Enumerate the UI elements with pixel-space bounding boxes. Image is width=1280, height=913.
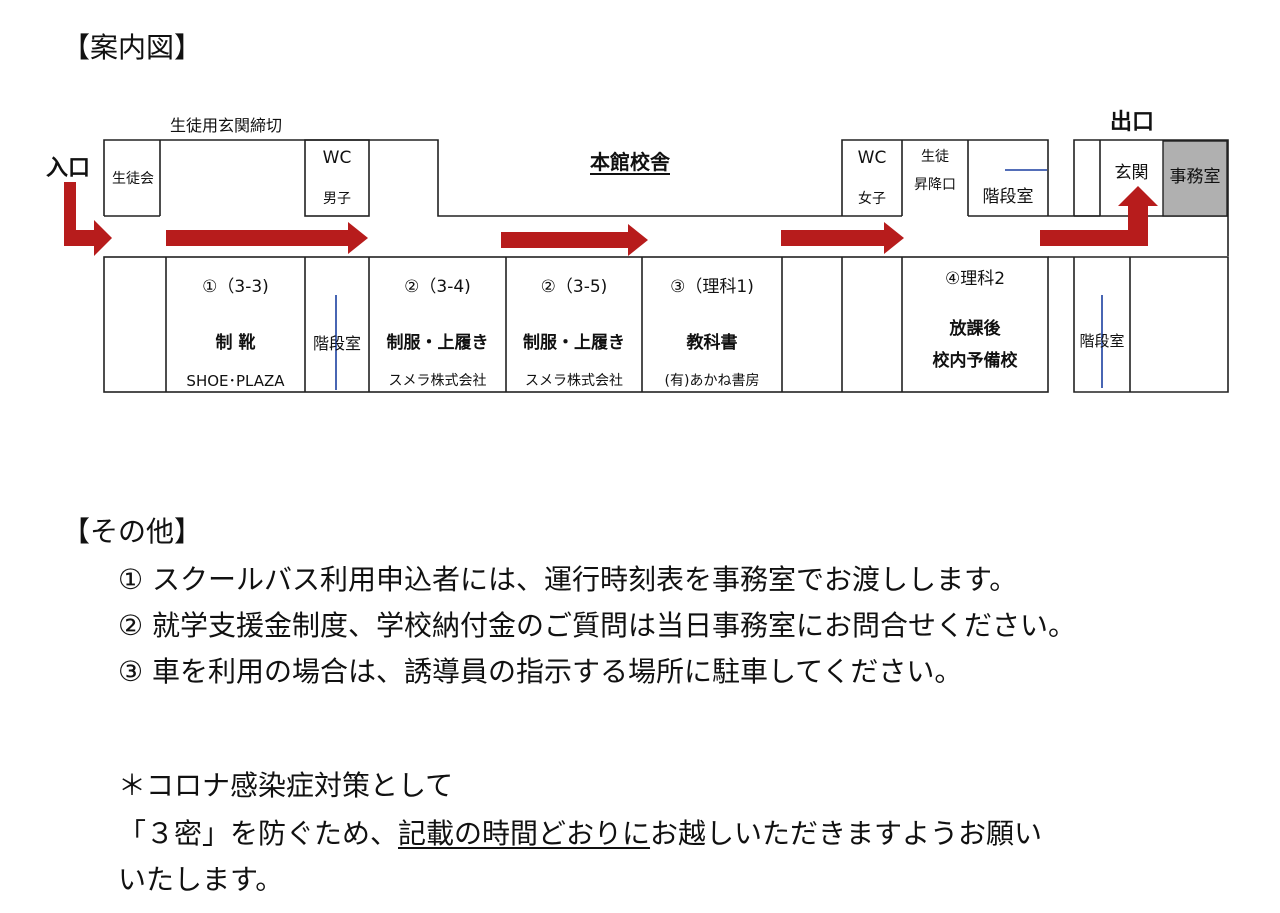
bottom-rooms — [103, 256, 1049, 393]
lift-label-2: 昇降口 — [914, 177, 956, 193]
covid-line-2-pre: 「３密」を防ぐため、 — [118, 817, 399, 850]
office-label: 事務室 — [1169, 167, 1221, 187]
floor-map — [64, 139, 1229, 393]
covid-line-3: いたします。 — [118, 863, 284, 896]
exit-arrow — [1040, 186, 1158, 246]
wc-male-label: WC — [322, 148, 352, 168]
room3-item: 制服・上履き — [523, 333, 625, 353]
room2-vendor: スメラ株式会社 — [388, 373, 487, 389]
stairs-2-label: 階段室 — [1079, 332, 1125, 350]
room4-vendor: (有)あかね書房 — [664, 373, 760, 389]
top-wall-left — [103, 139, 842, 217]
room5-item-1: 放課後 — [949, 319, 1001, 339]
entrance-arrow — [64, 182, 112, 256]
other-heading: 【その他】 — [62, 515, 203, 548]
bottom-right-block — [1048, 256, 1229, 393]
covid-line-2-post: お越しいただきますようお願い — [650, 817, 1043, 850]
main-building-label: 本館校舎 — [590, 150, 670, 174]
room5-item-2: 校内予備校 — [932, 351, 1018, 371]
room3-number: ②（3-5) — [540, 277, 608, 297]
top-wall-right — [841, 139, 1049, 216]
covid-line-1: ＊コロナ感染症対策として — [118, 769, 454, 802]
note-item: ③ 車を利用の場合は、誘導員の指示する場所に駐車してください。 — [118, 655, 963, 688]
exit-block — [1073, 139, 1229, 256]
wc-female-sub: 女子 — [858, 191, 886, 207]
exit-label: 出口 — [1110, 110, 1155, 135]
stairs-1-label: 階段室 — [312, 334, 361, 353]
room4-item: 教科書 — [686, 333, 738, 353]
office-room — [1162, 140, 1228, 217]
map-heading: 【案内図】 — [62, 31, 203, 64]
note-item: ② 就学支援金制度、学校納付金のご質問は当日事務室にお問合せください。 — [118, 609, 1077, 642]
room1-vendor: SHOE･PLAZA — [186, 372, 285, 390]
room1-item: 制 靴 — [215, 333, 256, 353]
lift-label-1: 生徒 — [921, 149, 949, 165]
route-arrow — [166, 222, 368, 254]
room2-item: 制服・上履き — [386, 333, 489, 353]
covid-line-2: 「３密」を防ぐため、記載の時間どおりにお越しいただきますようお願い — [118, 812, 1042, 852]
closing-note: 生徒用玄関締切 — [170, 116, 283, 135]
room4-number: ③（理科1) — [670, 277, 754, 297]
genkan-label: 玄関 — [1114, 163, 1149, 183]
room3-vendor: スメラ株式会社 — [525, 373, 623, 389]
route-arrow — [501, 224, 648, 256]
student-council-label: 生徒会 — [112, 171, 154, 187]
room5-number: ④理科2 — [944, 269, 1006, 289]
wc-female-label: WC — [857, 148, 887, 168]
covid-line-2-underline: 記載の時間どおりに — [398, 817, 651, 850]
stairs-top-label: 階段室 — [982, 187, 1034, 207]
note-item: ① スクールバス利用申込者には、運行時刻表を事務室でお渡しします。 — [118, 563, 1018, 596]
wc-male-sub: 男子 — [323, 191, 351, 207]
room2-number: ②（3-4) — [404, 277, 471, 297]
room1-number: ①（3-3) — [202, 277, 269, 297]
entrance-label: 入口 — [46, 156, 91, 181]
route-arrow — [781, 222, 904, 254]
wc-male-room — [304, 139, 370, 217]
